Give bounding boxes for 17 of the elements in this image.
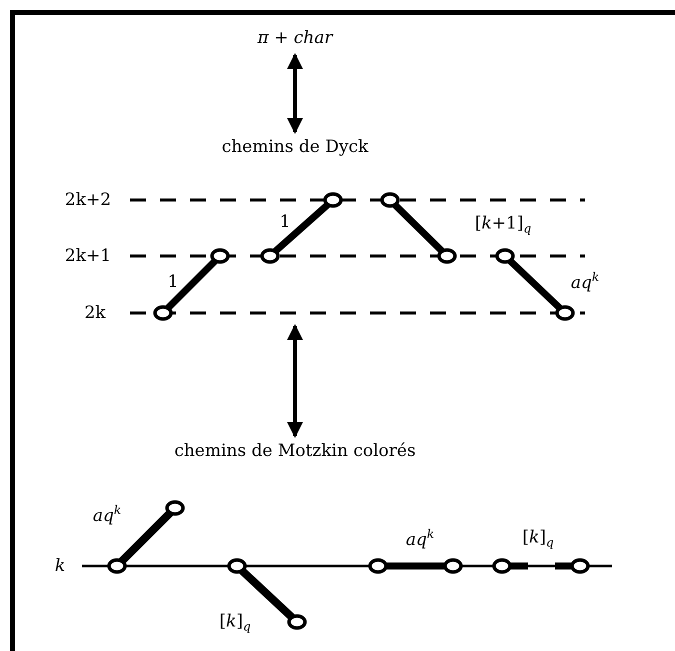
step-weight: [k]$_{q}$ — [219, 610, 251, 636]
math-expression: π + char — [235, 27, 355, 51]
step-weight: aq$^{k}$ — [92, 502, 122, 527]
heading-text: chemins de Dyck — [205, 136, 385, 160]
step-weight: aq$^{k}$ — [570, 269, 600, 294]
heading-text: chemins de Motzkin colorés — [150, 440, 440, 464]
level-label: 2k — [84, 302, 106, 324]
level-label: 2k+2 — [64, 189, 112, 211]
step-weight: aq$^{k}$ — [406, 526, 434, 551]
level-label: 2k+1 — [64, 245, 112, 267]
step-weight: [k+1]$_{q}$ — [474, 212, 532, 238]
double-arrow — [287, 324, 303, 438]
double-arrow — [287, 53, 303, 134]
step-weight: 1 — [168, 271, 178, 293]
step-weight: 1 — [280, 211, 290, 233]
level-label: k — [54, 555, 66, 577]
step-weight: [k]$_{q}$ — [522, 526, 554, 552]
